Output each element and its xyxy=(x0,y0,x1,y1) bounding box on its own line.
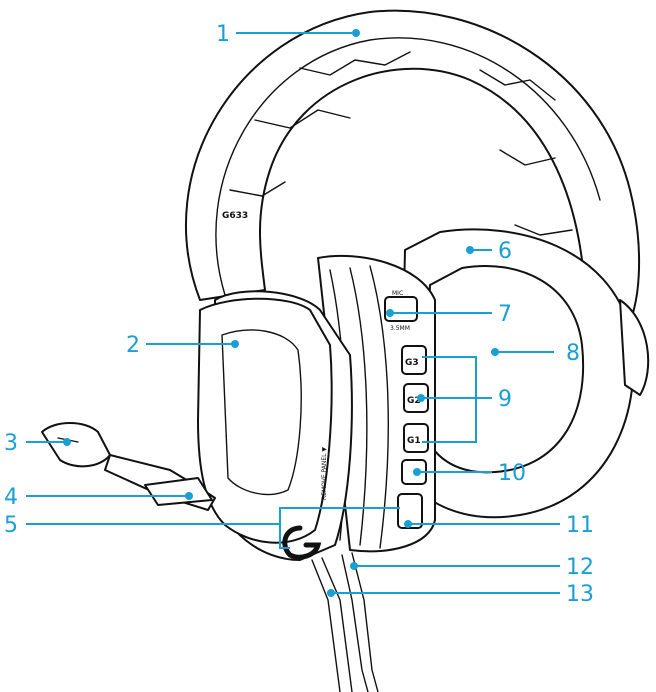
callout-11: 11 xyxy=(566,513,594,538)
leader-dot-4 xyxy=(185,492,193,500)
callout-2: 2 xyxy=(126,333,140,358)
cables xyxy=(311,552,379,692)
model-label: G633 xyxy=(222,211,248,221)
leader-dot-2 xyxy=(231,340,239,348)
leader-dot-6 xyxy=(466,246,474,254)
callout-8: 8 xyxy=(566,341,580,366)
left-earcup: REMOVE PANEL ▼ xyxy=(197,290,353,561)
mic-boom-base xyxy=(144,477,213,506)
leader-dot-9 xyxy=(417,394,425,402)
leader-dot-11 xyxy=(404,520,412,528)
mic-label: MIC xyxy=(392,290,403,297)
callout-10: 10 xyxy=(498,461,526,486)
g3-button[interactable] xyxy=(401,345,427,375)
remove-panel-label: REMOVE PANEL ▼ xyxy=(321,447,328,500)
leader-dot-3 xyxy=(63,438,71,446)
callout-3: 3 xyxy=(4,431,18,456)
callout-numbers: 1 2 3 4 5 6 7 8 9 10 11 12 13 xyxy=(4,22,594,607)
g3-label: G3 xyxy=(405,358,419,368)
leader-lines xyxy=(26,29,560,597)
leader-dot-7 xyxy=(386,309,394,317)
callout-6: 6 xyxy=(498,239,512,264)
g2-label: G2 xyxy=(407,396,421,406)
volume-roller[interactable] xyxy=(397,493,423,529)
callout-13: 13 xyxy=(566,582,594,607)
g-logo-icon xyxy=(282,525,322,560)
leader-dot-13 xyxy=(327,589,335,597)
g1-button[interactable] xyxy=(403,423,429,453)
right-earcup xyxy=(399,228,650,519)
mic-mute-button[interactable] xyxy=(384,296,418,322)
leader-9-bracket xyxy=(422,356,477,443)
leader-5a xyxy=(26,523,290,549)
callout-12: 12 xyxy=(566,555,594,580)
callout-4: 4 xyxy=(4,485,18,510)
g1-label: G1 xyxy=(407,436,421,446)
mic-tip xyxy=(41,422,111,468)
leader-dot-8 xyxy=(491,348,499,356)
callout-7: 7 xyxy=(498,302,512,327)
leader-dot-10 xyxy=(413,468,421,476)
leader-dot-12 xyxy=(350,562,358,570)
callout-5: 5 xyxy=(4,513,18,538)
callout-1: 1 xyxy=(216,22,230,47)
surround-label: 3.5MM xyxy=(390,325,410,332)
leader-dot-1 xyxy=(352,29,360,37)
callout-9: 9 xyxy=(498,387,512,412)
leader-5b xyxy=(279,507,400,524)
